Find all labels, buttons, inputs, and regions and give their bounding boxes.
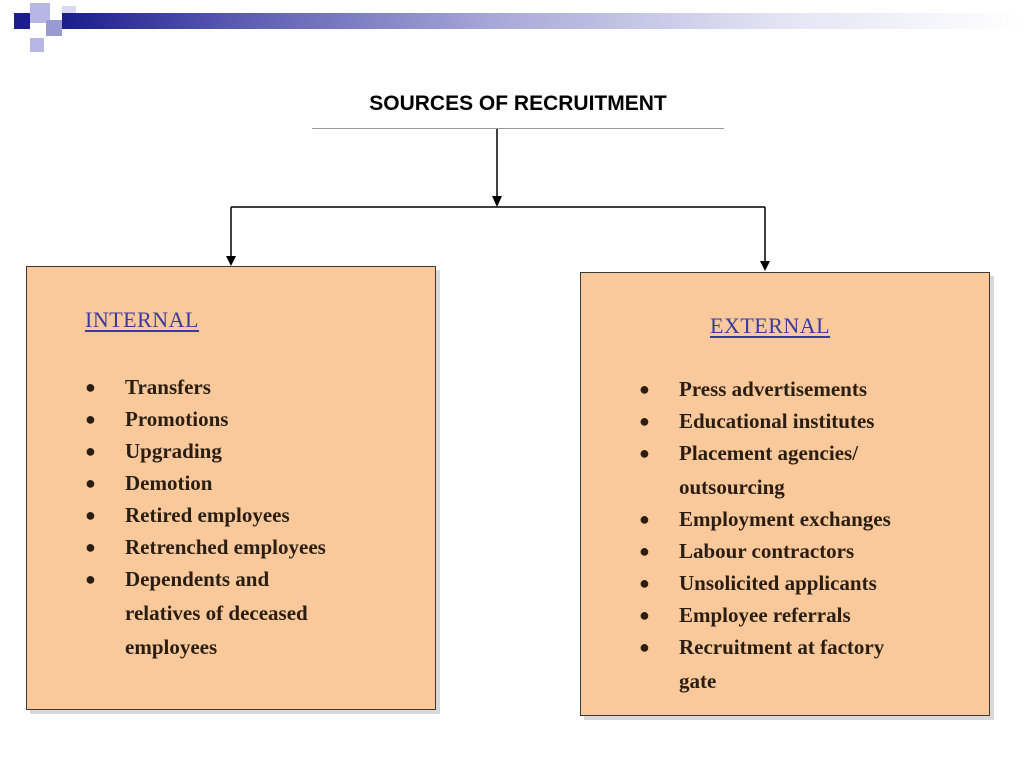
- list-item-text: Educational institutes: [679, 409, 875, 433]
- list-item: ● Upgrading: [81, 435, 421, 467]
- list-item-text: Employment exchanges: [679, 507, 891, 531]
- header-square-icon: [46, 20, 62, 36]
- bullet-dot-icon: ●: [85, 441, 96, 461]
- arrow-down-icon: [760, 261, 770, 271]
- bullet-dot-icon: ●: [639, 637, 650, 657]
- bullet-dot-icon: ●: [85, 569, 96, 589]
- list-item: ● Educational institutes: [635, 405, 980, 437]
- list-item: ● Unsolicited applicants: [635, 567, 980, 599]
- internal-heading: INTERNAL: [85, 307, 199, 332]
- list-item: ● Demotion: [81, 467, 421, 499]
- bullet-dot-icon: ●: [639, 605, 650, 625]
- list-item: ● Promotions: [81, 403, 421, 435]
- header-gradient-bar: [62, 13, 1024, 29]
- bullet-dot-icon: ●: [85, 473, 96, 493]
- bullet-dot-icon: ●: [639, 573, 650, 593]
- bullet-dot-icon: ●: [639, 411, 650, 431]
- list-item-text: Upgrading: [125, 439, 222, 463]
- list-item-text: employees: [125, 635, 218, 659]
- list-item-text: relatives of deceased: [125, 601, 308, 625]
- arrow-down-icon: [226, 256, 236, 266]
- external-sources-box: EXTERNAL ● Press advertisements ● Education…: [580, 272, 990, 716]
- bullet-dot-icon: ●: [639, 541, 650, 561]
- list-item: ● Retrenched employees: [81, 531, 421, 563]
- list-item-text: Recruitment at factory: [679, 635, 885, 659]
- list-item: ● Press advertisements: [635, 373, 980, 405]
- bullet-dot-icon: ●: [85, 409, 96, 429]
- list-item-text: Press advertisements: [679, 377, 867, 401]
- diagram-title: SOURCES OF RECRUITMENT: [369, 92, 667, 115]
- list-item-text: Unsolicited applicants: [679, 571, 877, 595]
- list-item-text: Placement agencies/: [679, 441, 859, 465]
- list-item-text: Retrenched employees: [125, 535, 326, 559]
- list-item: ● Placement agencies/outsourcing: [635, 437, 980, 503]
- header-square-icon: [14, 13, 30, 29]
- list-item: ● Labour contractors: [635, 535, 980, 567]
- list-item-text: outsourcing: [679, 475, 785, 499]
- bullet-dot-icon: ●: [85, 377, 96, 397]
- arrow-down-icon: [492, 196, 502, 207]
- bullet-dot-icon: ●: [639, 509, 650, 529]
- external-heading: EXTERNAL: [710, 313, 831, 338]
- list-item-text: Dependents and: [125, 567, 270, 591]
- header-square-icon: [30, 38, 44, 52]
- internal-list: ● Transfers ● Promotions ● Upgrading ● Demotion…: [81, 371, 421, 663]
- list-item-text: gate: [679, 669, 717, 693]
- list-item-text: Retired employees: [125, 503, 290, 527]
- list-item-text: Employee referrals: [679, 603, 851, 627]
- list-item: ● Employment exchanges: [635, 503, 980, 535]
- list-item-text: Transfers: [125, 375, 211, 399]
- list-item: ● Recruitment at factory gate: [635, 631, 980, 697]
- bullet-dot-icon: ●: [85, 537, 96, 557]
- list-item: ● Transfers: [81, 371, 421, 403]
- list-item-text: Demotion: [125, 471, 213, 495]
- bullet-dot-icon: ●: [639, 379, 650, 399]
- header-square-icon: [30, 3, 50, 23]
- bullet-dot-icon: ●: [85, 505, 96, 525]
- external-list: ● Press advertisements ● Educational instit…: [635, 373, 980, 697]
- bullet-dot-icon: ●: [639, 443, 650, 463]
- list-item: ● Dependents and relatives of deceased empl…: [81, 563, 421, 663]
- list-item: ● Employee referrals: [635, 599, 980, 631]
- list-item-text: Labour contractors: [679, 539, 855, 563]
- list-item: ● Retired employees: [81, 499, 421, 531]
- list-item-text: Promotions: [125, 407, 229, 431]
- internal-sources-box: INTERNAL ● Transfers ● Promotions ● Upgrading…: [26, 266, 436, 710]
- title-underline: [312, 128, 724, 129]
